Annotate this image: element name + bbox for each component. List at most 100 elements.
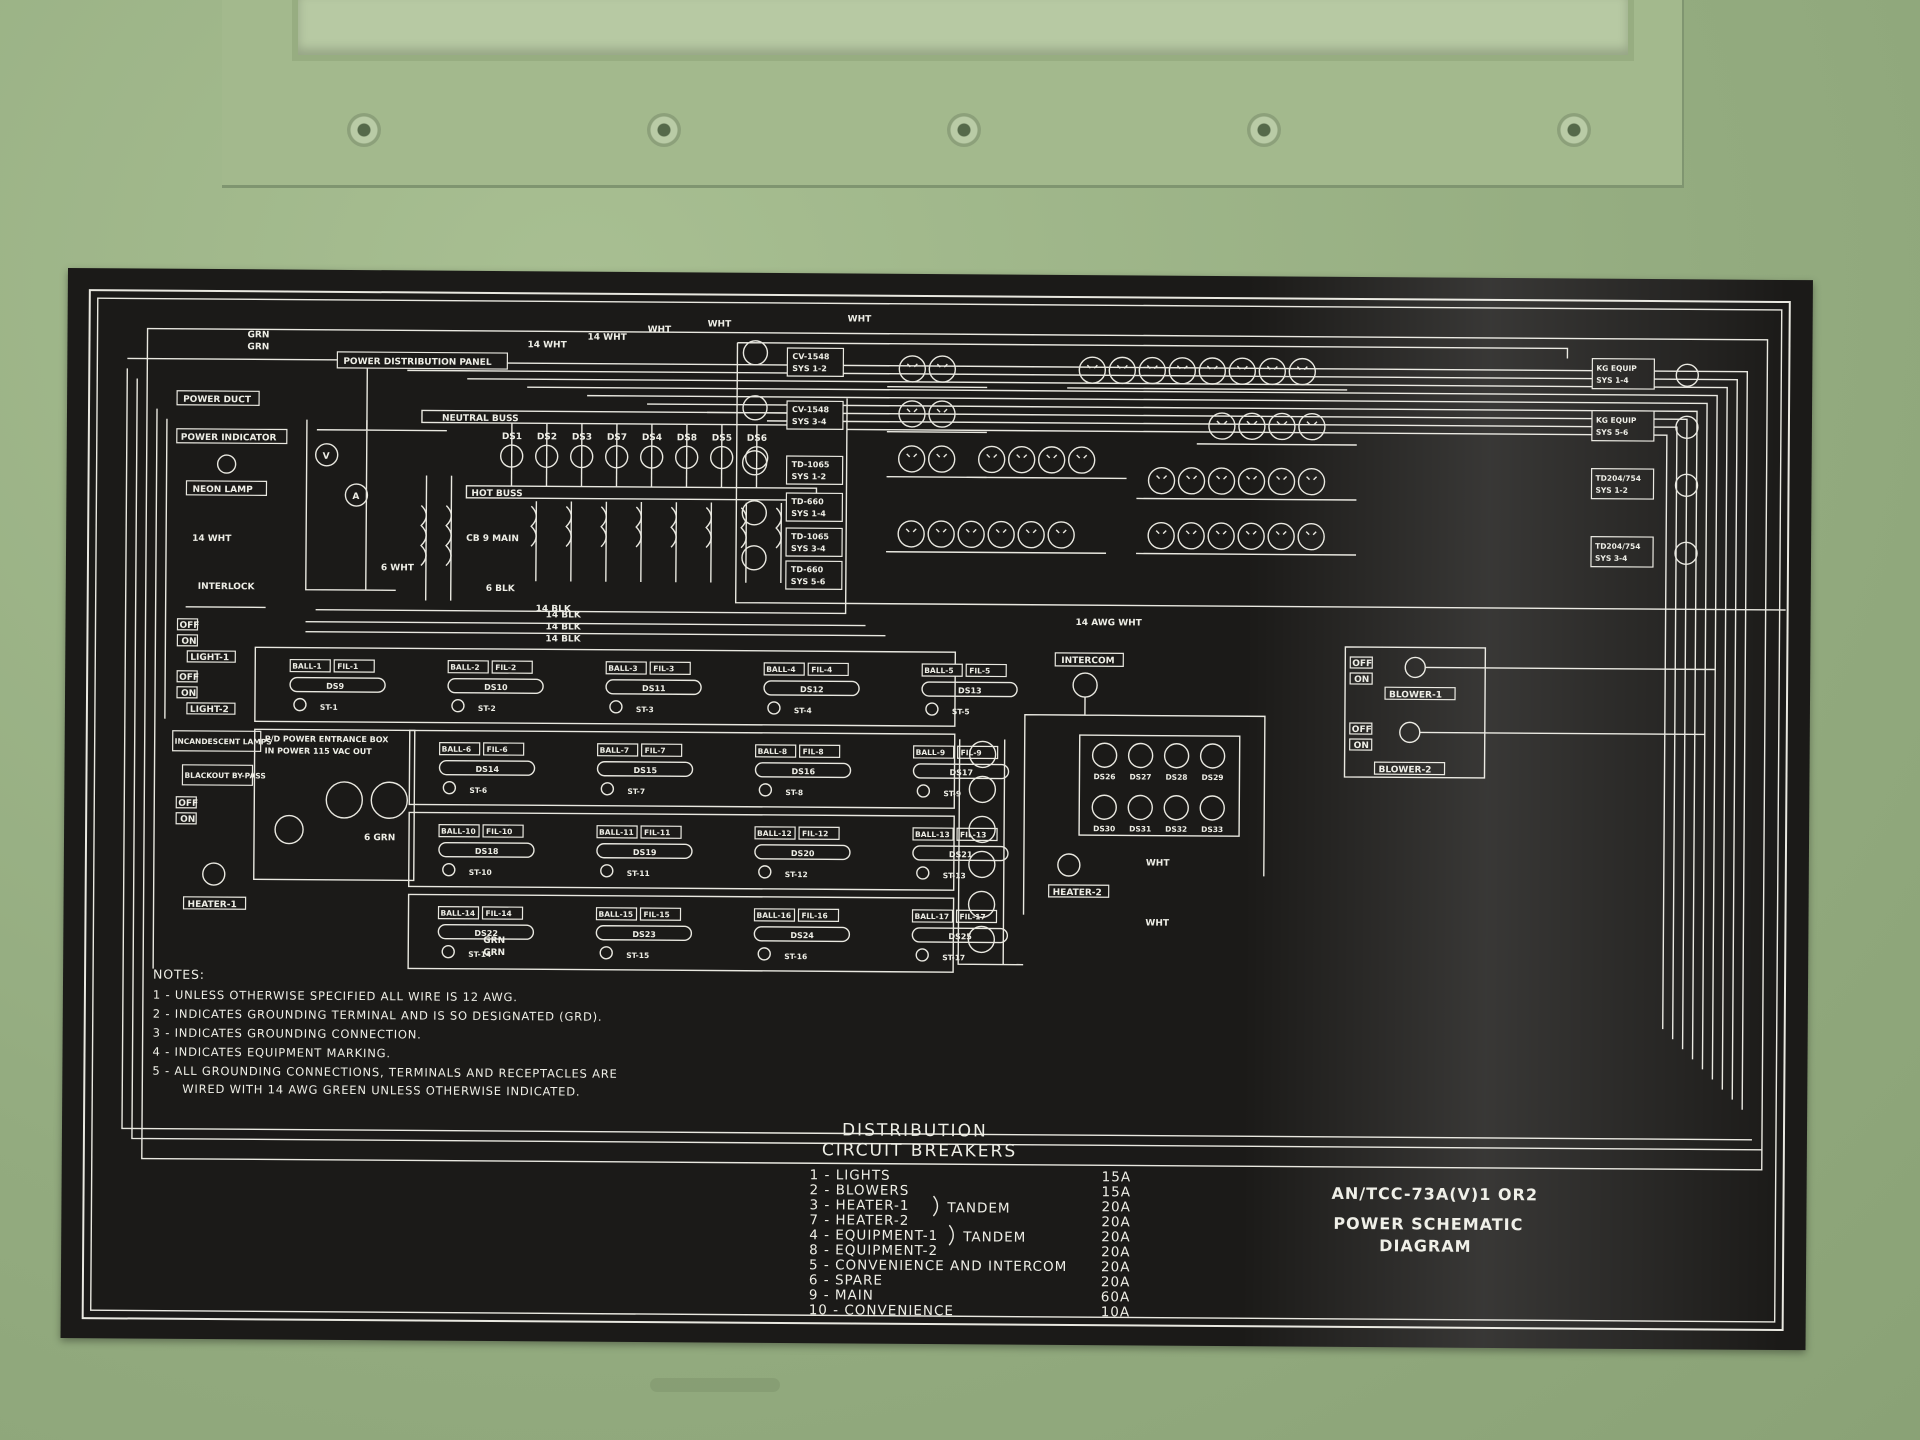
receptacle-slots xyxy=(1246,475,1258,480)
ball-label: BALL-3 xyxy=(608,664,637,673)
receptacle-slots xyxy=(906,363,918,368)
blower-2-connector xyxy=(1399,721,1421,744)
lamp-socket xyxy=(595,925,693,942)
receptacle-slots xyxy=(1055,529,1067,534)
lamp-socket xyxy=(912,763,1010,780)
indicator-lamp xyxy=(709,445,734,470)
connector-j3 xyxy=(274,814,304,845)
receptacle xyxy=(968,815,996,844)
ds-label: DS22 xyxy=(474,929,498,938)
hot-buss-label: HOT BUSS xyxy=(471,489,522,499)
vertical-receptacles xyxy=(957,739,1024,966)
receptacle-slots xyxy=(1086,364,1098,369)
equipment-connector xyxy=(741,545,767,571)
wire-6-wht-label: 6 WHT xyxy=(381,563,415,573)
st-label: ST-16 xyxy=(784,952,807,961)
blower-1-connector xyxy=(1404,656,1426,679)
receptacle-wire xyxy=(1136,552,1357,556)
ds-label: DS11 xyxy=(642,684,666,693)
lamp-socket xyxy=(763,680,860,697)
breaker-label: 2 - BLOWERS xyxy=(810,1182,910,1199)
receptacle xyxy=(968,740,997,769)
heater-2-connector xyxy=(1057,853,1081,877)
fil-label-box xyxy=(483,742,525,756)
ball-label: BALL-2 xyxy=(450,663,479,672)
power-duct-label: POWER DUCT xyxy=(183,395,252,405)
fil-label: FIL-17 xyxy=(959,912,985,921)
ds-label: DS13 xyxy=(958,686,982,695)
lamp-row-frame xyxy=(254,646,957,727)
receptacle xyxy=(928,400,956,428)
switch-label: LIGHT-1 xyxy=(190,653,229,663)
st-label: ST-8 xyxy=(785,788,803,797)
off-label: OFF xyxy=(178,799,198,809)
receptacle-slots xyxy=(995,528,1007,534)
receptacle-slots xyxy=(1276,420,1288,425)
ds-label: DS15 xyxy=(633,766,657,775)
receptacle-wire xyxy=(1067,387,1348,391)
equipment-label-box xyxy=(1590,536,1654,568)
off-label: OFF xyxy=(179,621,199,631)
st-label: ST-7 xyxy=(627,787,645,796)
receptacle-slots xyxy=(1245,530,1257,535)
fil-label-box xyxy=(956,827,998,842)
wire-wht-label: WHT xyxy=(1146,859,1171,869)
receptacle xyxy=(968,775,997,804)
model-designation: AN/TCC-73A(V)1 OR2 xyxy=(1332,1184,1539,1204)
fil-label: FIL-9 xyxy=(961,748,982,757)
wire-label: 14 WHT xyxy=(192,534,232,544)
fil-label-box xyxy=(333,659,375,673)
top-harness xyxy=(121,357,1762,1151)
cb-main-label: CB 9 MAIN xyxy=(466,534,519,544)
receptacle-slots xyxy=(1016,454,1028,459)
lamp-socket xyxy=(438,759,536,776)
st-label: ST-1 xyxy=(320,703,338,712)
receptacle-slots xyxy=(1306,421,1318,426)
starter xyxy=(609,700,623,714)
equipment-connector xyxy=(742,395,768,421)
ds-label: DS24 xyxy=(790,931,814,940)
receptacle-slots xyxy=(965,528,977,533)
equipment-label: TD-1065 xyxy=(792,460,830,469)
ds-lamp xyxy=(1199,743,1226,769)
fil-label: FIL-12 xyxy=(802,829,828,838)
receptacle xyxy=(968,850,996,879)
ball-label: BALL-6 xyxy=(442,745,471,754)
receptacle xyxy=(1237,467,1266,495)
receptacle xyxy=(1238,412,1266,440)
equipment-label-box xyxy=(1591,410,1655,442)
ds-lamp-label: DS27 xyxy=(1129,772,1151,781)
breaker-label: 4 - EQUIPMENT-1 xyxy=(809,1227,938,1244)
equipment-label: CV-1548 xyxy=(792,352,830,361)
ds-label: DS10 xyxy=(484,683,508,692)
equipment-label: TD204/754 xyxy=(1595,542,1640,551)
breaker-label: 1 - LIGHTS xyxy=(810,1167,891,1184)
ds-lamp xyxy=(1163,743,1190,769)
equipment-connector xyxy=(741,450,768,476)
ball-label: BALL-16 xyxy=(756,911,791,920)
receptacle xyxy=(1108,356,1137,385)
wire-14-blk-label: 14 BLK xyxy=(546,610,582,620)
equipment-label: SYS 3-4 xyxy=(792,417,827,426)
starter xyxy=(925,702,939,716)
fil-label: FIL-13 xyxy=(960,830,986,839)
wire-wht-label: WHT xyxy=(708,319,733,329)
equipment-label: SYS 1-2 xyxy=(792,472,827,481)
equipment-label-box xyxy=(785,560,843,591)
on-label: ON xyxy=(181,689,196,699)
ds-lamp-label: DS29 xyxy=(1201,773,1223,782)
equipment-label-box xyxy=(1591,358,1656,390)
ds-label: DS20 xyxy=(791,849,815,858)
breaker-rating: 15A xyxy=(1102,1184,1132,1200)
fil-label-box xyxy=(639,907,682,921)
ball-label-box xyxy=(755,744,797,758)
receptacle xyxy=(1297,522,1325,551)
receptacle xyxy=(987,520,1015,549)
breaker-rating: 15A xyxy=(1102,1169,1132,1185)
connector-j2 xyxy=(370,781,408,819)
equipment-label: TD-660 xyxy=(791,565,824,574)
wire-14-wht-label: 14 WHT xyxy=(527,340,567,350)
